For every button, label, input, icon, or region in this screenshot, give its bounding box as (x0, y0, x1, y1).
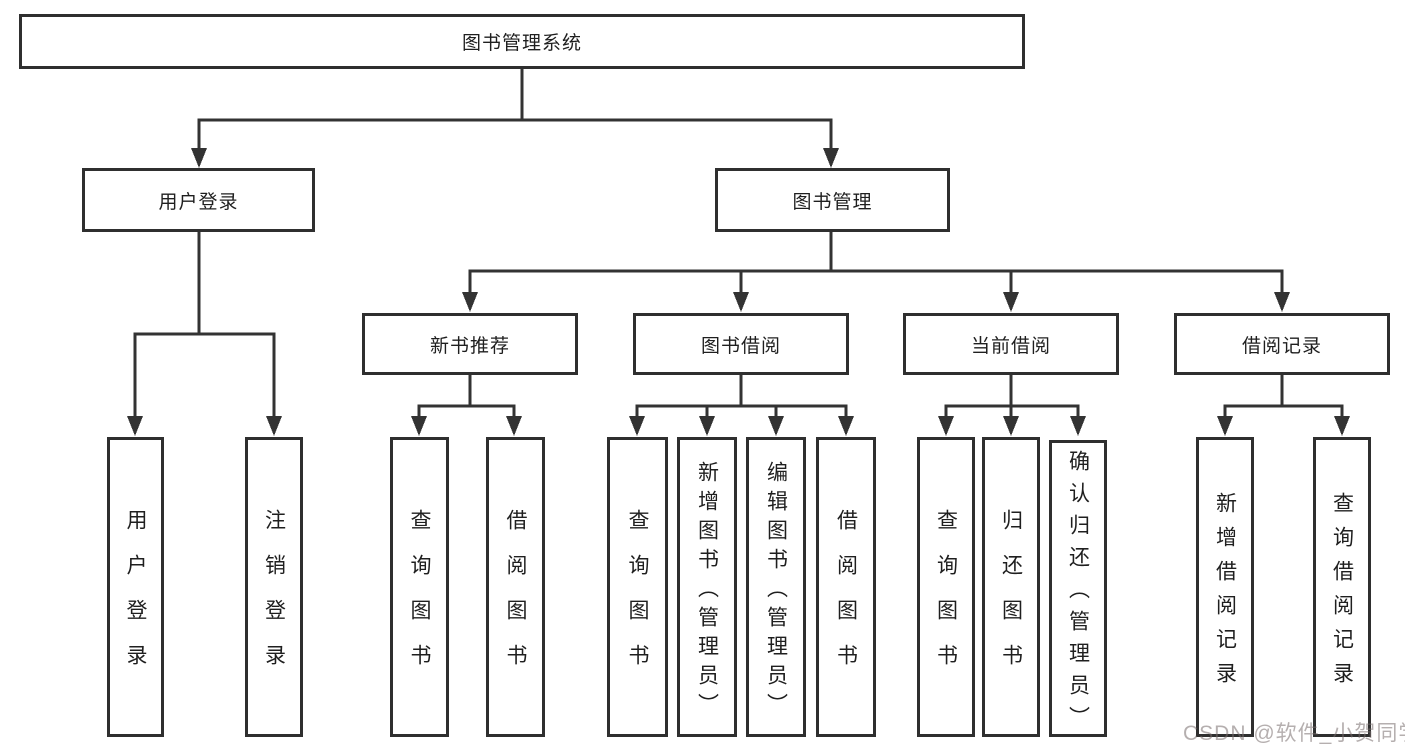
node-current-borrowing: 当前借阅 (903, 313, 1119, 375)
node-book-borrowing-label: 图书借阅 (700, 335, 781, 357)
leaf-cb-return-books: 归还图书 (982, 437, 1040, 737)
leaf-br-add-record: 新增借阅记录 (1196, 437, 1254, 737)
leaf-br-add-record-label: 新增借阅记录 (1213, 491, 1237, 696)
leaf-bb-edit-books: 编辑图书（管理员） (746, 437, 806, 737)
leaf-cb-confirm-return: 确认归还（管理员） (1049, 440, 1107, 738)
csdn-watermark: CSDN @软件_小贺同学 (1183, 722, 1405, 745)
node-new-book-recommend-label: 新书推荐 (429, 335, 510, 357)
leaf-br-query-record: 查询借阅记录 (1313, 437, 1371, 737)
leaf-bb-edit-books-label: 编辑图书（管理员） (764, 460, 788, 722)
leaf-bb-borrow-books-label: 借阅图书 (834, 509, 858, 689)
leaf-logout: 注销登录 (245, 437, 303, 737)
leaf-user-login: 用户登录 (107, 437, 164, 737)
leaf-bb-query-books-label: 查询图书 (626, 509, 650, 689)
leaf-cb-return-books-label: 归还图书 (999, 509, 1023, 689)
leaf-cb-query-books-label: 查询图书 (934, 509, 958, 689)
leaf-cb-confirm-return-label: 确认归还（管理员） (1066, 450, 1090, 738)
node-borrowing-records: 借阅记录 (1174, 313, 1390, 375)
leaf-nbr-borrow-books: 借阅图书 (486, 437, 545, 737)
leaf-nbr-query-books-label: 查询图书 (408, 509, 432, 689)
leaf-user-login-label: 用户登录 (124, 509, 148, 689)
leaf-bb-borrow-books: 借阅图书 (816, 437, 876, 737)
node-book-borrowing: 图书借阅 (633, 313, 849, 375)
node-borrowing-records-label: 借阅记录 (1241, 335, 1322, 357)
leaf-br-query-record-label: 查询借阅记录 (1330, 491, 1354, 696)
leaf-bb-add-books: 新增图书（管理员） (677, 437, 737, 737)
node-current-borrowing-label: 当前借阅 (970, 335, 1051, 357)
leaf-bb-add-books-label: 新增图书（管理员） (695, 460, 719, 722)
leaf-nbr-borrow-books-label: 借阅图书 (504, 509, 528, 689)
node-root: 图书管理系统 (19, 14, 1025, 69)
node-root-label: 图书管理系统 (461, 33, 582, 54)
leaf-bb-query-books: 查询图书 (607, 437, 668, 737)
leaf-logout-label: 注销登录 (262, 509, 286, 689)
node-user-login: 用户登录 (82, 168, 315, 232)
node-book-management: 图书管理 (715, 168, 950, 232)
node-new-book-recommend: 新书推荐 (362, 313, 578, 375)
node-user-login-label: 用户登录 (158, 191, 239, 213)
node-book-management-label: 图书管理 (792, 191, 873, 213)
leaf-cb-query-books: 查询图书 (917, 437, 975, 737)
arrowhead-group (127, 148, 1350, 436)
leaf-nbr-query-books: 查询图书 (390, 437, 449, 737)
